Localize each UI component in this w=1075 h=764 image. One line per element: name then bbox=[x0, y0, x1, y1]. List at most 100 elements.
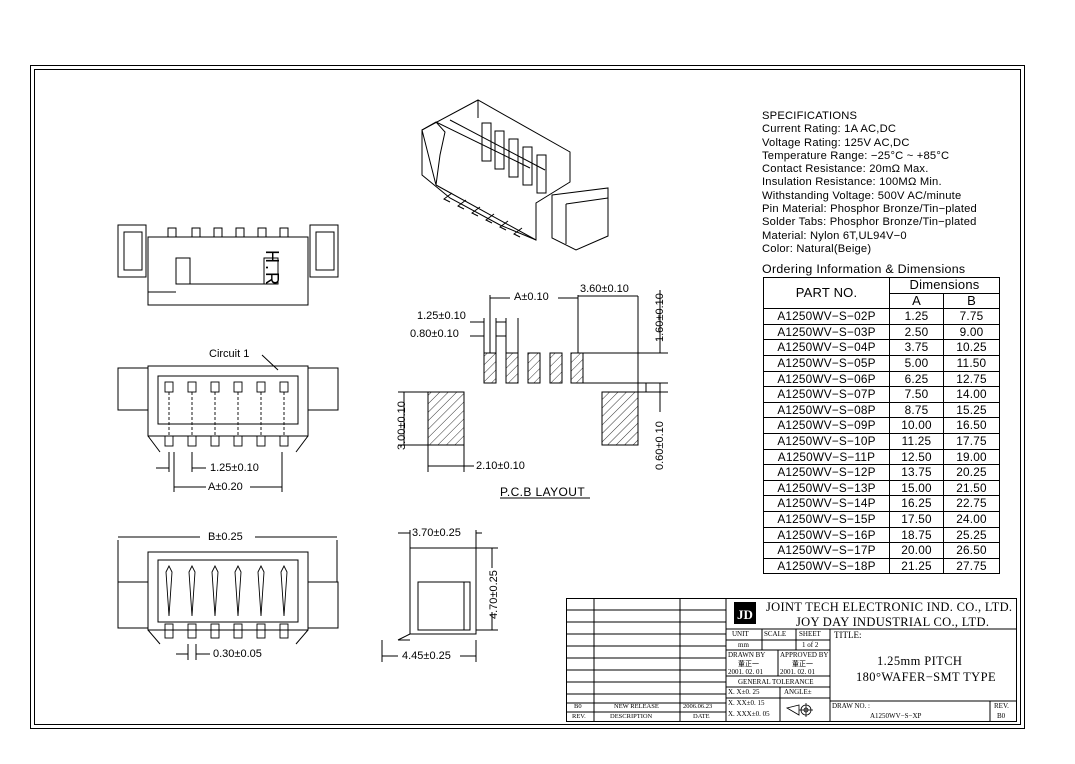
drawing-title-2: 180°WAFER−SMT TYPE bbox=[856, 670, 996, 684]
angle-label: ANGLE± bbox=[784, 688, 812, 696]
company-logo: JD bbox=[734, 602, 756, 624]
col-b: B bbox=[943, 292, 1000, 310]
hr-mark: H.R bbox=[262, 250, 282, 287]
dim-b-cell: 16.50 bbox=[943, 417, 1000, 434]
dim-a-cell: 13.75 bbox=[889, 464, 944, 481]
title-block: JD JOINT TECH ELECTRONIC IND. CO., LTD. … bbox=[566, 598, 1017, 722]
col-a: A bbox=[889, 292, 944, 310]
dim-b-cell: 25.25 bbox=[943, 526, 1000, 544]
front-view bbox=[117, 354, 339, 492]
drawn-date: 2001. 02. 01 bbox=[728, 668, 763, 676]
rev-label: REV. bbox=[994, 702, 1009, 710]
approved-name: 董正一 bbox=[792, 660, 813, 668]
dim-a-cell: 6.25 bbox=[889, 370, 944, 388]
tolerance-3: X. XXX±0. 05 bbox=[728, 710, 770, 718]
part-no-cell: A1250WV−S−09P bbox=[763, 417, 890, 434]
pcb-160-dim: 1.60±0.10 bbox=[654, 293, 666, 342]
col-part-no: PART NO. bbox=[763, 276, 890, 310]
part-no-cell: A1250WV−S−17P bbox=[763, 542, 890, 559]
dim-a-cell: 16.25 bbox=[889, 495, 944, 512]
pcb-360-dim: 3.60±0.10 bbox=[580, 283, 629, 295]
sheet-label: SHEET bbox=[799, 630, 821, 638]
bottom-b-dim: B±0.25 bbox=[208, 531, 243, 543]
dim-a-cell: 8.75 bbox=[889, 401, 944, 419]
part-no-cell: A1250WV−S−03P bbox=[763, 323, 890, 341]
revision-row-desc: NEW RELEASE bbox=[614, 703, 659, 710]
dim-a-cell: 17.50 bbox=[889, 510, 944, 528]
part-no-cell: A1250WV−S−16P bbox=[763, 526, 890, 544]
col-description-header: DESCRIPTION bbox=[610, 713, 653, 720]
drawn-label: DRAWN BY bbox=[728, 651, 766, 659]
dim-a-cell: 5.00 bbox=[889, 354, 944, 372]
title-block-grid: JD bbox=[566, 598, 1017, 722]
col-dimensions: Dimensions bbox=[889, 277, 1000, 294]
dim-b-cell: 7.75 bbox=[943, 308, 1000, 325]
svg-text:JD: JD bbox=[737, 607, 753, 622]
specifications-title: SPECIFICATIONS bbox=[762, 110, 858, 122]
col-date-header: DATE bbox=[693, 713, 710, 720]
bottom-pin-dim: 0.30±0.05 bbox=[213, 648, 262, 660]
part-no-cell: A1250WV−S−06P bbox=[763, 370, 890, 388]
circuit-label: Circuit 1 bbox=[209, 348, 250, 360]
drawing-border-outer bbox=[30, 65, 1025, 729]
spec-line: Current Rating: 1A AC,DC bbox=[762, 123, 897, 136]
pcb-060-dim: 0.60±0.10 bbox=[654, 421, 666, 470]
dim-b-cell: 26.50 bbox=[943, 542, 1000, 559]
spec-line: Material: Nylon 6T,UL94V−0 bbox=[762, 229, 907, 242]
dim-b-cell: 12.75 bbox=[943, 370, 1000, 388]
dim-a-cell: 10.00 bbox=[889, 417, 944, 434]
pcb-300-dim: 3.00±0.10 bbox=[396, 401, 408, 450]
dim-a-cell: 21.25 bbox=[889, 557, 944, 575]
tolerance-label: GENERAL TOLERANCE bbox=[738, 678, 814, 686]
approved-label: APPROVED BY bbox=[780, 651, 829, 659]
company-name-1: JOINT TECH ELECTRONIC IND. CO., LTD. bbox=[766, 600, 1013, 614]
dim-a-cell: 1.25 bbox=[889, 308, 944, 325]
part-no-cell: A1250WV−S−15P bbox=[763, 510, 890, 528]
front-a-dim: A±0.20 bbox=[208, 481, 243, 493]
unit-label: UNIT bbox=[732, 630, 749, 638]
part-no-cell: A1250WV−S−12P bbox=[763, 464, 890, 481]
pcb-210-dim: 2.10±0.10 bbox=[476, 460, 525, 472]
spec-line: Color: Natural(Beige) bbox=[762, 242, 872, 255]
spec-line: Pin Material: Phosphor Bronze/Tin−plated bbox=[762, 203, 977, 216]
spec-line: Contact Resistance: 20mΩ Max. bbox=[762, 163, 929, 176]
dim-b-cell: 15.25 bbox=[943, 401, 1000, 419]
tolerance-1: X. X±0. 25 bbox=[728, 688, 760, 696]
dim-b-cell: 17.75 bbox=[943, 432, 1000, 450]
side-top-dim: 3.70±0.25 bbox=[412, 527, 461, 539]
draw-no-value: A1250WV−S−XP bbox=[870, 712, 922, 720]
part-no-cell: A1250WV−S−10P bbox=[763, 432, 890, 450]
dim-b-cell: 19.00 bbox=[943, 448, 1000, 466]
dim-b-cell: 27.75 bbox=[943, 557, 1000, 575]
dim-a-cell: 7.50 bbox=[889, 386, 944, 403]
spec-line: Withstanding Voltage: 500V AC/minute bbox=[762, 189, 962, 202]
dim-a-cell: 18.75 bbox=[889, 526, 944, 544]
part-no-cell: A1250WV−S−05P bbox=[763, 354, 890, 372]
side-bottom-dim: 4.45±0.25 bbox=[402, 650, 451, 662]
ordering-title: Ordering Information & Dimensions bbox=[762, 262, 966, 276]
part-no-cell: A1250WV−S−02P bbox=[763, 308, 890, 325]
company-name-2: JOY DAY INDUSTRIAL CO., LTD. bbox=[796, 615, 990, 629]
tolerance-2: X. XX±0. 15 bbox=[728, 699, 765, 707]
dim-b-cell: 20.25 bbox=[943, 464, 1000, 481]
rev-value: B0 bbox=[997, 712, 1006, 720]
dim-b-cell: 10.25 bbox=[943, 339, 1000, 356]
front-pitch-dim: 1.25±0.10 bbox=[210, 462, 259, 474]
top-view bbox=[117, 224, 339, 306]
dim-b-cell: 21.50 bbox=[943, 479, 1000, 497]
part-no-cell: A1250WV−S−13P bbox=[763, 479, 890, 497]
